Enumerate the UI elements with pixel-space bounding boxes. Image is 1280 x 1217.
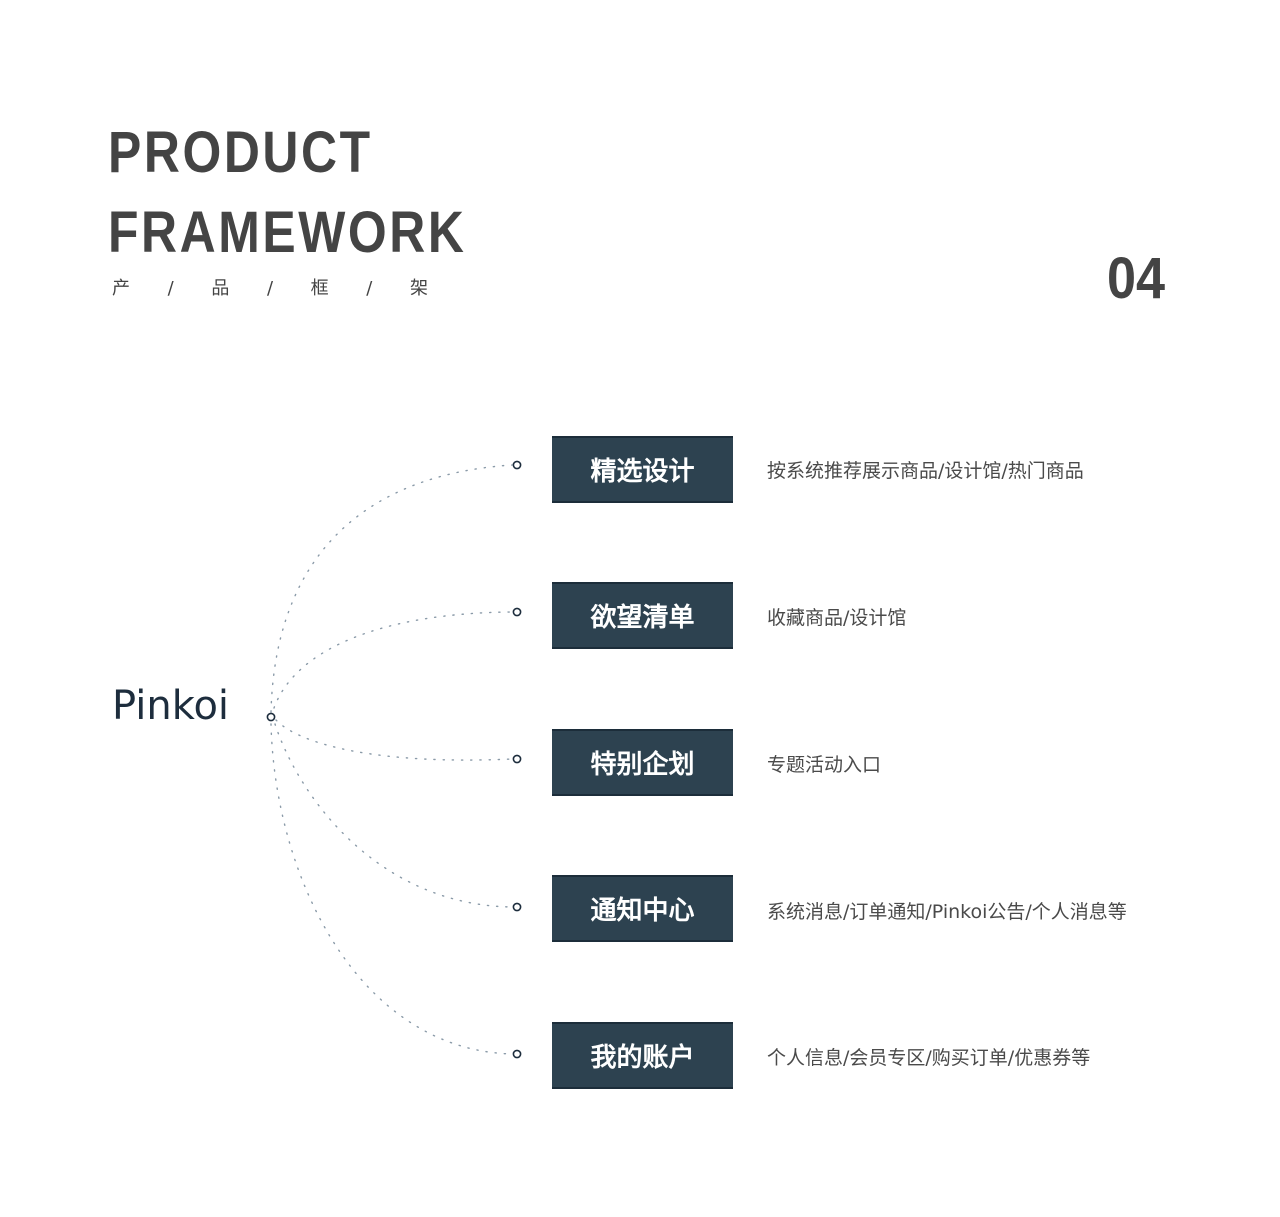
connector-to-branch-3	[275, 719, 513, 761]
root-node-label: Pinkoi	[112, 683, 230, 729]
branch-box-notification-center[interactable]: 通知中心	[552, 875, 733, 942]
subtitle-char: 框	[310, 278, 329, 299]
subtitle-separator: /	[167, 278, 174, 299]
branch-label: 欲望清单	[590, 603, 695, 633]
chinese-subtitle: 产 / 品 / 框 / 架	[112, 280, 428, 298]
connector-to-branch-5	[270, 723, 513, 1055]
subtitle-separator: /	[366, 278, 373, 299]
branch-node-ring-icon	[512, 902, 522, 912]
branch-label: 通知中心	[590, 896, 695, 926]
subtitle-separator: /	[266, 278, 274, 299]
branch-box-wishlist[interactable]: 欲望清单	[552, 582, 733, 649]
branch-description: 按系统推荐展示商品/设计馆/热门商品	[767, 460, 1084, 482]
branch-box-my-account[interactable]: 我的账户	[552, 1022, 733, 1089]
branch-label: 我的账户	[590, 1043, 695, 1073]
branch-label: 特别企划	[590, 750, 695, 780]
branch-box-featured-design[interactable]: 精选设计	[552, 436, 733, 503]
branch-description: 系统消息/订单通知/Pinkoi公告/个人消息等	[767, 901, 1127, 923]
branch-box-special-projects[interactable]: 特别企划	[552, 729, 733, 796]
connector-to-branch-4	[274, 723, 513, 908]
connector-to-branch-1	[270, 464, 513, 713]
branch-description: 收藏商品/设计馆	[767, 607, 907, 629]
branch-node-ring-icon	[512, 1049, 522, 1059]
branch-node-ring-icon	[512, 754, 522, 764]
subtitle-char: 架	[409, 278, 428, 299]
subtitle-char: 产	[112, 278, 130, 299]
branch-node-ring-icon	[512, 460, 522, 470]
title-line-framework: FRAMEWORK	[108, 200, 467, 265]
title-line-product: PRODUCT	[108, 120, 373, 185]
connector-to-branch-2	[273, 611, 513, 709]
subtitle-char: 品	[211, 278, 230, 299]
branch-description: 个人信息/会员专区/购买订单/优惠券等	[767, 1047, 1091, 1069]
branch-description: 专题活动入口	[767, 754, 882, 776]
root-node-ring-icon	[266, 712, 276, 722]
page-number: 04	[1107, 246, 1166, 311]
branch-label: 精选设计	[590, 457, 695, 487]
branch-node-ring-icon	[512, 607, 522, 617]
